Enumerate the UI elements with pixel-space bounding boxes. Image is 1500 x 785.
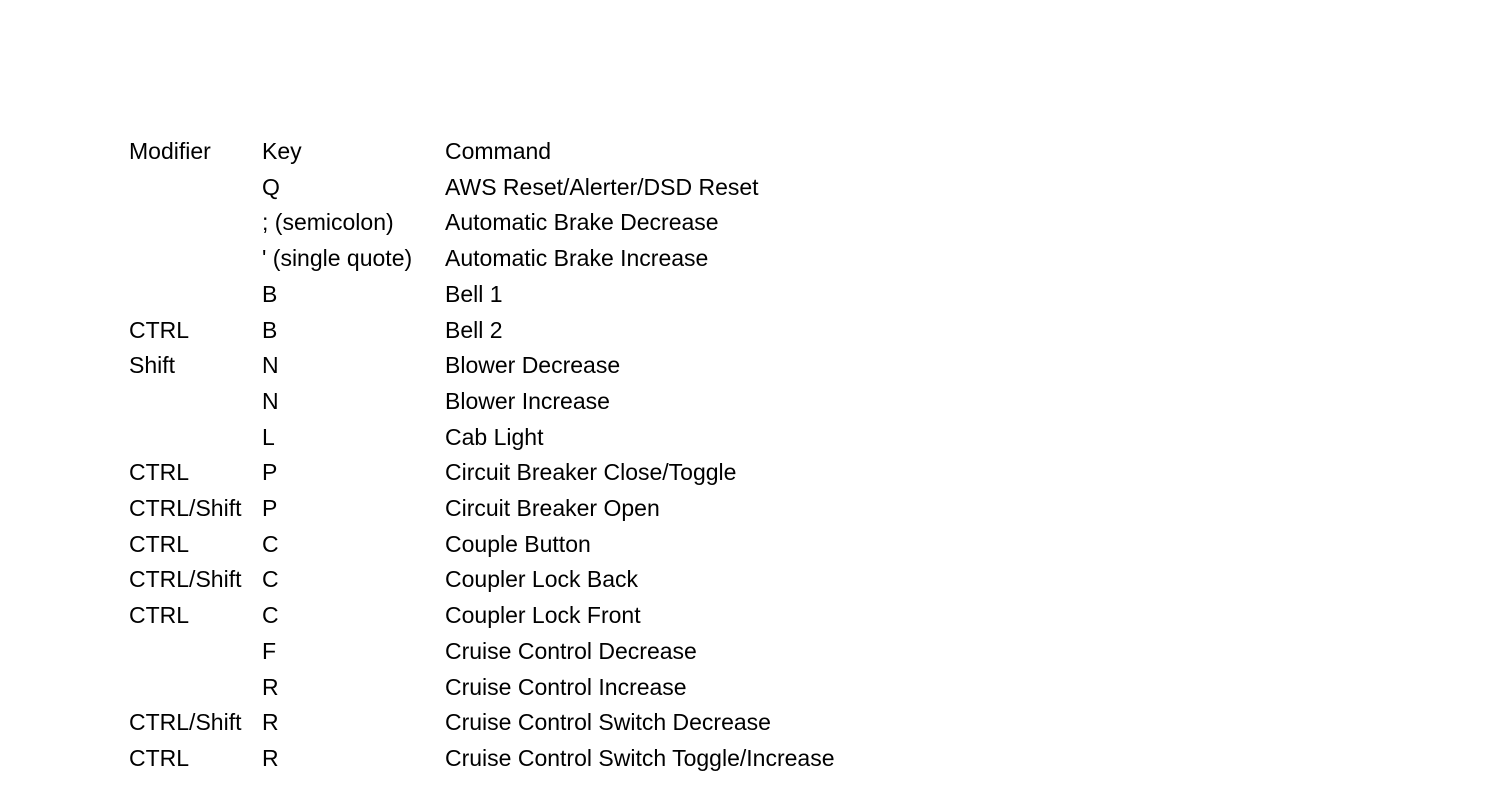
modifier-cell: CTRL/Shift bbox=[129, 495, 242, 522]
modifier-cell bbox=[129, 384, 262, 420]
modifier-cell: CTRL/Shift bbox=[129, 709, 242, 736]
modifier-cell bbox=[129, 205, 262, 241]
key-cell: B bbox=[262, 280, 278, 307]
header-key: Key bbox=[262, 138, 302, 164]
command-cell: Automatic Brake Increase bbox=[445, 245, 709, 272]
table-row: ; (semicolon) Automatic Brake Decrease bbox=[129, 205, 1045, 241]
command-cell: Coupler Lock Back bbox=[445, 566, 639, 593]
command-cell: Cruise Control Increase bbox=[445, 673, 687, 700]
table-row: R Cruise Control Increase bbox=[129, 670, 1045, 706]
key-cell: R bbox=[262, 744, 279, 771]
key-cell: B bbox=[262, 316, 278, 343]
modifier-cell: CTRL/Shift bbox=[129, 566, 242, 593]
table-body: Q AWS Reset/Alerter/DSD Reset ; (semicol… bbox=[129, 170, 1045, 785]
modifier-cell: CTRL bbox=[129, 530, 190, 557]
command-cell: Bell 2 bbox=[445, 316, 503, 343]
table-row: F Cruise Control Decrease bbox=[129, 634, 1045, 670]
command-cell: Couple Button bbox=[445, 530, 591, 557]
modifier-cell bbox=[129, 777, 262, 785]
table-header: Modifier Key Command bbox=[129, 134, 1045, 170]
key-cell: R bbox=[262, 673, 279, 700]
key-cell: L bbox=[262, 423, 275, 450]
key-cell: N bbox=[262, 352, 279, 379]
table-row: CTRL R Cruise Control Switch Toggle/Incr… bbox=[129, 741, 1045, 777]
command-cell: Blower Increase bbox=[445, 387, 610, 414]
table-row: CTRL B Bell 2 bbox=[129, 313, 1045, 349]
command-cell: Cylinder Drains Toggle bbox=[445, 777, 1045, 785]
header-modifier: Modifier bbox=[129, 138, 211, 164]
table-row: CTRL/Shift R Cruise Control Switch Decre… bbox=[129, 705, 1045, 741]
key-cell: R bbox=[262, 709, 279, 736]
key-cell: C bbox=[262, 777, 445, 785]
table-row: ' (single quote) Automatic Brake Increas… bbox=[129, 241, 1045, 277]
keyboard-shortcut-table: Modifier Key Command Q AWS Reset/Alerter… bbox=[129, 134, 1045, 785]
command-cell: Automatic Brake Decrease bbox=[445, 209, 719, 236]
command-cell: Circuit Breaker Open bbox=[445, 495, 660, 522]
key-cell: C bbox=[262, 602, 279, 629]
key-cell: P bbox=[262, 495, 278, 522]
table-row: CTRL C Coupler Lock Front bbox=[129, 598, 1045, 634]
modifier-cell: Shift bbox=[129, 352, 176, 379]
table-row: CTRL P Circuit Breaker Close/Toggle bbox=[129, 455, 1045, 491]
modifier-cell bbox=[129, 241, 262, 277]
key-cell: F bbox=[262, 637, 277, 664]
table-row: CTRL/Shift P Circuit Breaker Open bbox=[129, 491, 1045, 527]
key-cell: ' (single quote) bbox=[262, 245, 413, 272]
modifier-cell bbox=[129, 634, 262, 670]
modifier-cell bbox=[129, 277, 262, 313]
header-command: Command bbox=[445, 138, 552, 164]
table-row: N Blower Increase bbox=[129, 384, 1045, 420]
command-cell: Cab Light bbox=[445, 423, 544, 450]
table-row: CTRL/Shift C Coupler Lock Back bbox=[129, 562, 1045, 598]
modifier-cell bbox=[129, 420, 262, 456]
modifier-cell bbox=[129, 670, 262, 706]
command-cell: Coupler Lock Front bbox=[445, 602, 641, 629]
command-cell: Blower Decrease bbox=[445, 352, 621, 379]
table-row: C Cylinder Drains Toggle bbox=[129, 777, 1045, 785]
command-cell: Circuit Breaker Close/Toggle bbox=[445, 459, 737, 486]
modifier-cell: CTRL bbox=[129, 459, 190, 486]
command-cell: Cruise Control Switch Decrease bbox=[445, 709, 771, 736]
command-cell: AWS Reset/Alerter/DSD Reset bbox=[445, 173, 759, 200]
key-cell: C bbox=[262, 530, 279, 557]
table-row: L Cab Light bbox=[129, 420, 1045, 456]
command-cell: Cruise Control Decrease bbox=[445, 637, 697, 664]
command-cell: Bell 1 bbox=[445, 280, 503, 307]
key-cell: C bbox=[262, 566, 279, 593]
key-cell: ; (semicolon) bbox=[262, 209, 394, 236]
modifier-cell: CTRL bbox=[129, 744, 190, 771]
key-cell: N bbox=[262, 387, 279, 414]
key-cell: P bbox=[262, 459, 278, 486]
modifier-cell: CTRL bbox=[129, 602, 190, 629]
header-row: Modifier Key Command bbox=[129, 134, 1045, 170]
modifier-cell: CTRL bbox=[129, 316, 190, 343]
table-row: CTRL C Couple Button bbox=[129, 527, 1045, 563]
command-cell: Cruise Control Switch Toggle/Increase bbox=[445, 744, 835, 771]
table-row: Shift N Blower Decrease bbox=[129, 348, 1045, 384]
table-row: Q AWS Reset/Alerter/DSD Reset bbox=[129, 170, 1045, 206]
key-cell: Q bbox=[262, 173, 280, 200]
table-row: B Bell 1 bbox=[129, 277, 1045, 313]
modifier-cell bbox=[129, 170, 262, 206]
